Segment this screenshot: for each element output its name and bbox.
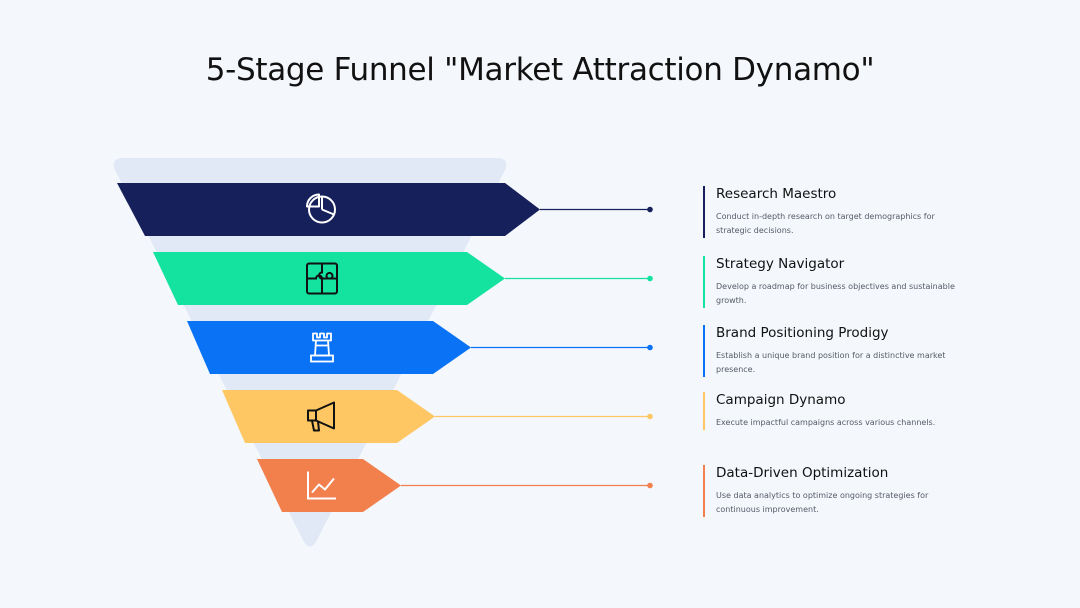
stage-description: Establish a unique brand position for a … (716, 351, 946, 374)
stage-title: Data-Driven Optimization (716, 465, 889, 481)
funnel-stage-1 (117, 183, 653, 236)
connector-dot (647, 482, 653, 489)
stage-title: Research Maestro (716, 186, 837, 202)
connector-dot (647, 344, 653, 351)
funnel-stage-3 (187, 321, 653, 374)
funnel-stage-5 (257, 459, 653, 512)
stage-description: Conduct in-depth research on target demo… (716, 212, 935, 235)
stage-band (117, 183, 540, 236)
funnel-stage-4 (222, 390, 653, 443)
stage-band (222, 390, 435, 443)
stage-description: Develop a roadmap for business objective… (716, 282, 955, 305)
stage-title: Campaign Dynamo (716, 392, 846, 408)
connector-dot (647, 206, 653, 213)
stage-description: Use data analytics to optimize ongoing s… (716, 491, 929, 514)
pie-chart-icon (306, 193, 336, 224)
megaphone-icon (307, 401, 335, 432)
stage-title: Strategy Navigator (716, 256, 845, 272)
stage-description: Execute impactful campaigns across vario… (716, 418, 936, 427)
stage-title: Brand Positioning Prodigy (716, 325, 889, 341)
page-title: 5-Stage Funnel "Market Attraction Dynamo… (205, 52, 875, 88)
chess-rook-icon (310, 332, 334, 363)
connector-dot (647, 413, 653, 420)
connector-dot (647, 275, 653, 282)
funnel-stage-2 (153, 252, 653, 305)
line-chart-icon (307, 471, 336, 500)
puzzle-icon (306, 262, 338, 295)
